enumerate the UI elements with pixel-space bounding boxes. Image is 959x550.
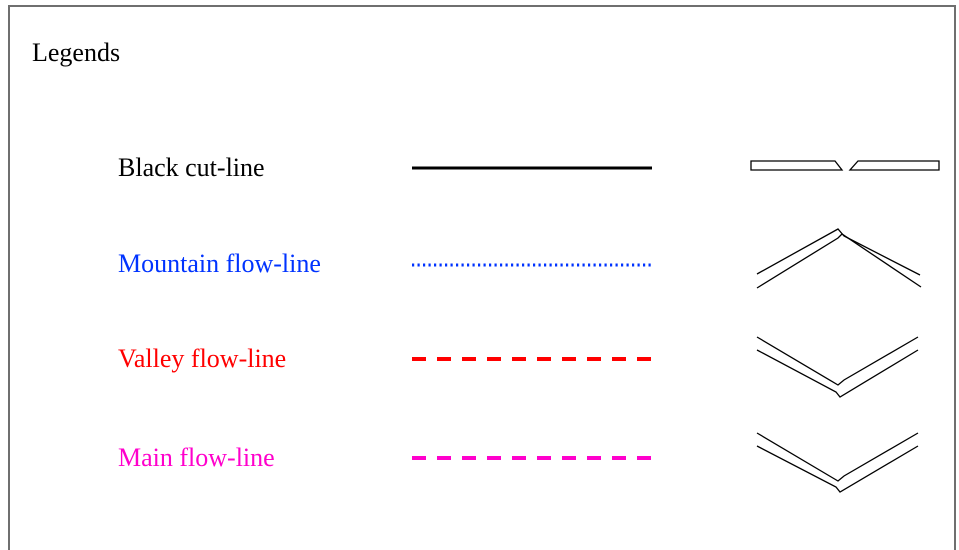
legend-title: Legends xyxy=(32,38,121,67)
legend-label-main-flow-line: Main flow-line xyxy=(118,443,275,472)
legend-panel xyxy=(8,5,956,550)
legend-label-black-cut-line: Black cut-line xyxy=(118,153,265,182)
legend-label-valley-flow-line: Valley flow-line xyxy=(118,344,287,373)
mountain-fold-symbol xyxy=(756,228,922,289)
main-fold-symbol xyxy=(756,432,919,493)
legend-label-mountain-flow-line: Mountain flow-line xyxy=(118,249,321,278)
valley-fold-symbol xyxy=(756,336,919,398)
cut-line-symbol xyxy=(750,160,940,171)
